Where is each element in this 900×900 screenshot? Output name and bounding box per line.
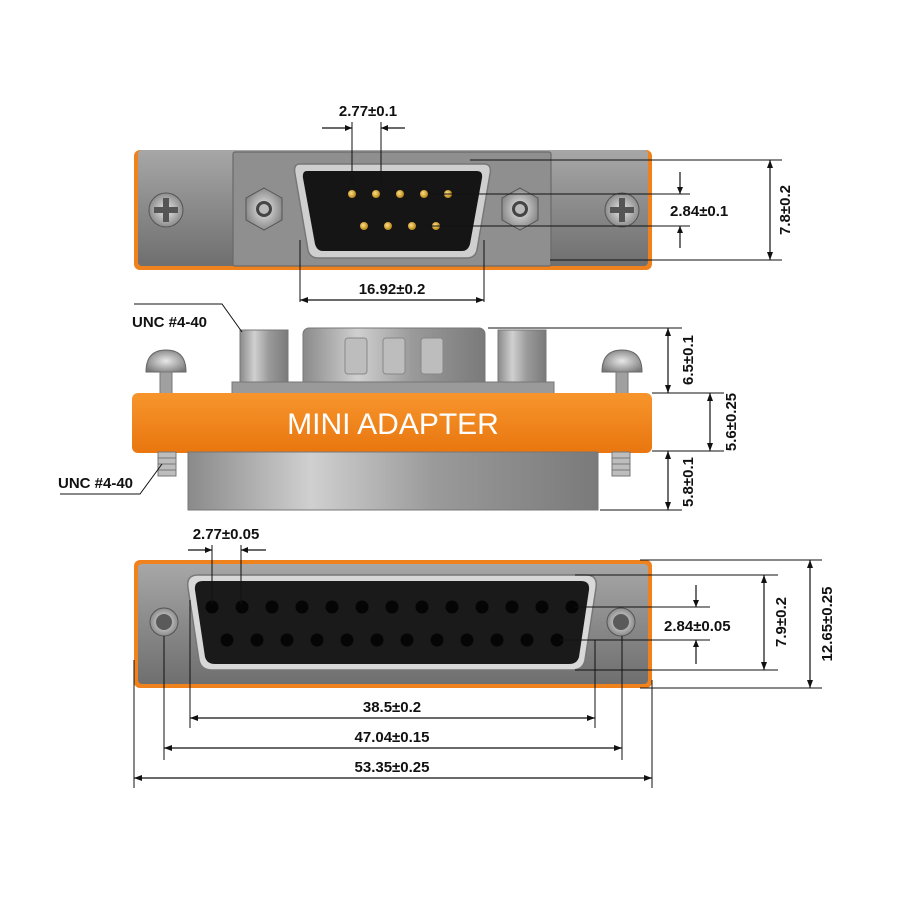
db25-row-spacing-label: 2.84±0.05 — [664, 618, 731, 635]
db9-shell-width-label: 16.92±0.2 — [359, 281, 426, 298]
db25-socket-hole — [445, 600, 459, 614]
side-left-thread-icon — [157, 451, 177, 477]
db9-row-spacing-label: 2.84±0.1 — [670, 203, 728, 220]
db25-socket-hole — [535, 600, 549, 614]
db25-socket-hole — [460, 633, 474, 647]
db25-flange-height-label: 12.65±0.25 — [819, 587, 836, 662]
db9-pin — [408, 222, 416, 230]
db25-socket-hole — [385, 600, 399, 614]
db9-pin — [348, 190, 356, 198]
side-right-screw-head-icon — [601, 349, 643, 395]
db25-flange-width-dimension: 53.35±0.25 — [133, 660, 653, 788]
db25-socket-hole — [520, 633, 534, 647]
db25-socket-hole — [205, 600, 219, 614]
db9-flange-height-dimension: 7.8±0.2 — [470, 159, 794, 261]
db9-pin-pitch-label: 2.77±0.1 — [339, 103, 397, 120]
db25-socket-hole — [415, 600, 429, 614]
db25-row-spacing-dimension: 2.84±0.05 — [560, 585, 731, 664]
side-flange-thickness-dimension: 5.6±0.25 — [652, 392, 740, 452]
db25-socket-hole — [235, 600, 249, 614]
db25-mount-hole-spacing-label: 47.04±0.15 — [355, 729, 430, 746]
db25-socket-hole — [400, 633, 414, 647]
side-lower-height-label: 5.8±0.1 — [680, 457, 697, 507]
side-view: MINI ADAPTER — [132, 327, 652, 511]
db9-shell-width-dimension: 16.92±0.2 — [299, 240, 485, 303]
db25-right-hole-icon — [606, 607, 636, 637]
product-label: MINI ADAPTER — [287, 408, 499, 441]
lower-thread-callout: UNC #4-40 — [58, 463, 163, 495]
side-flange-thickness-label: 5.6±0.25 — [723, 393, 740, 451]
db9-left-screw-icon — [148, 192, 184, 228]
db9-pin — [420, 190, 428, 198]
db25-flange-width-label: 53.35±0.25 — [355, 759, 430, 776]
side-right-thread-icon — [611, 451, 631, 477]
db9-right-hex-nut-icon — [501, 187, 539, 231]
db25-flange-height-dimension: 12.65±0.25 — [640, 559, 836, 689]
side-lower-height-dimension: 5.8±0.1 — [600, 451, 697, 511]
db9-pin — [396, 190, 404, 198]
db25-socket-hole — [220, 633, 234, 647]
db9-row-spacing-dimension: 2.84±0.1 — [428, 172, 728, 248]
db25-shell-width-dimension: 38.5±0.2 — [189, 600, 596, 728]
upper-thread-label: UNC #4-40 — [132, 314, 207, 331]
db25-socket-hole — [265, 600, 279, 614]
db25-insulator — [194, 581, 590, 664]
side-upper-height-label: 6.5±0.1 — [680, 335, 697, 385]
db25-front-view — [134, 560, 652, 688]
db25-pin-pitch-dimension: 2.77±0.05 — [188, 526, 266, 604]
db25-socket-hole — [475, 600, 489, 614]
side-upper-height-dimension: 6.5±0.1 — [488, 327, 697, 394]
db25-shell-height-dimension: 7.9±0.2 — [575, 574, 790, 671]
db25-mount-hole-spacing-dimension: 47.04±0.15 — [163, 636, 623, 760]
db25-socket-holes — [205, 600, 579, 647]
db25-socket-hole — [430, 633, 444, 647]
side-left-screw-head-icon — [145, 349, 187, 395]
db9-left-hex-nut-icon — [245, 187, 283, 231]
db9-right-screw-icon — [604, 192, 640, 228]
db9-pin — [372, 190, 380, 198]
db25-socket-hole — [490, 633, 504, 647]
db9-pin — [360, 222, 368, 230]
db9-front-view — [134, 150, 652, 270]
db9-insulator — [302, 171, 483, 251]
db25-socket-hole — [565, 600, 579, 614]
db9-pin-pitch-dimension: 2.77±0.1 — [322, 103, 405, 185]
db25-socket-hole — [340, 633, 354, 647]
side-orange-body — [132, 393, 652, 453]
db25-socket-hole — [355, 600, 369, 614]
db25-socket-hole — [550, 633, 564, 647]
db25-socket-hole — [295, 600, 309, 614]
db25-socket-hole — [325, 600, 339, 614]
db25-shell-width-label: 38.5±0.2 — [363, 699, 421, 716]
db25-socket-hole — [505, 600, 519, 614]
lower-thread-label: UNC #4-40 — [58, 475, 133, 492]
side-db25-shell — [187, 451, 599, 511]
db25-left-hole-icon — [149, 607, 179, 637]
db25-socket-hole — [310, 633, 324, 647]
db25-socket-hole — [250, 633, 264, 647]
db25-shell-height-label: 7.9±0.2 — [773, 597, 790, 647]
db25-socket-hole — [370, 633, 384, 647]
db25-socket-hole — [280, 633, 294, 647]
db9-flange-height-label: 7.8±0.2 — [777, 185, 794, 235]
upper-thread-callout: UNC #4-40 — [132, 303, 243, 333]
db25-pin-pitch-label: 2.77±0.05 — [193, 526, 260, 543]
db9-pin — [384, 222, 392, 230]
